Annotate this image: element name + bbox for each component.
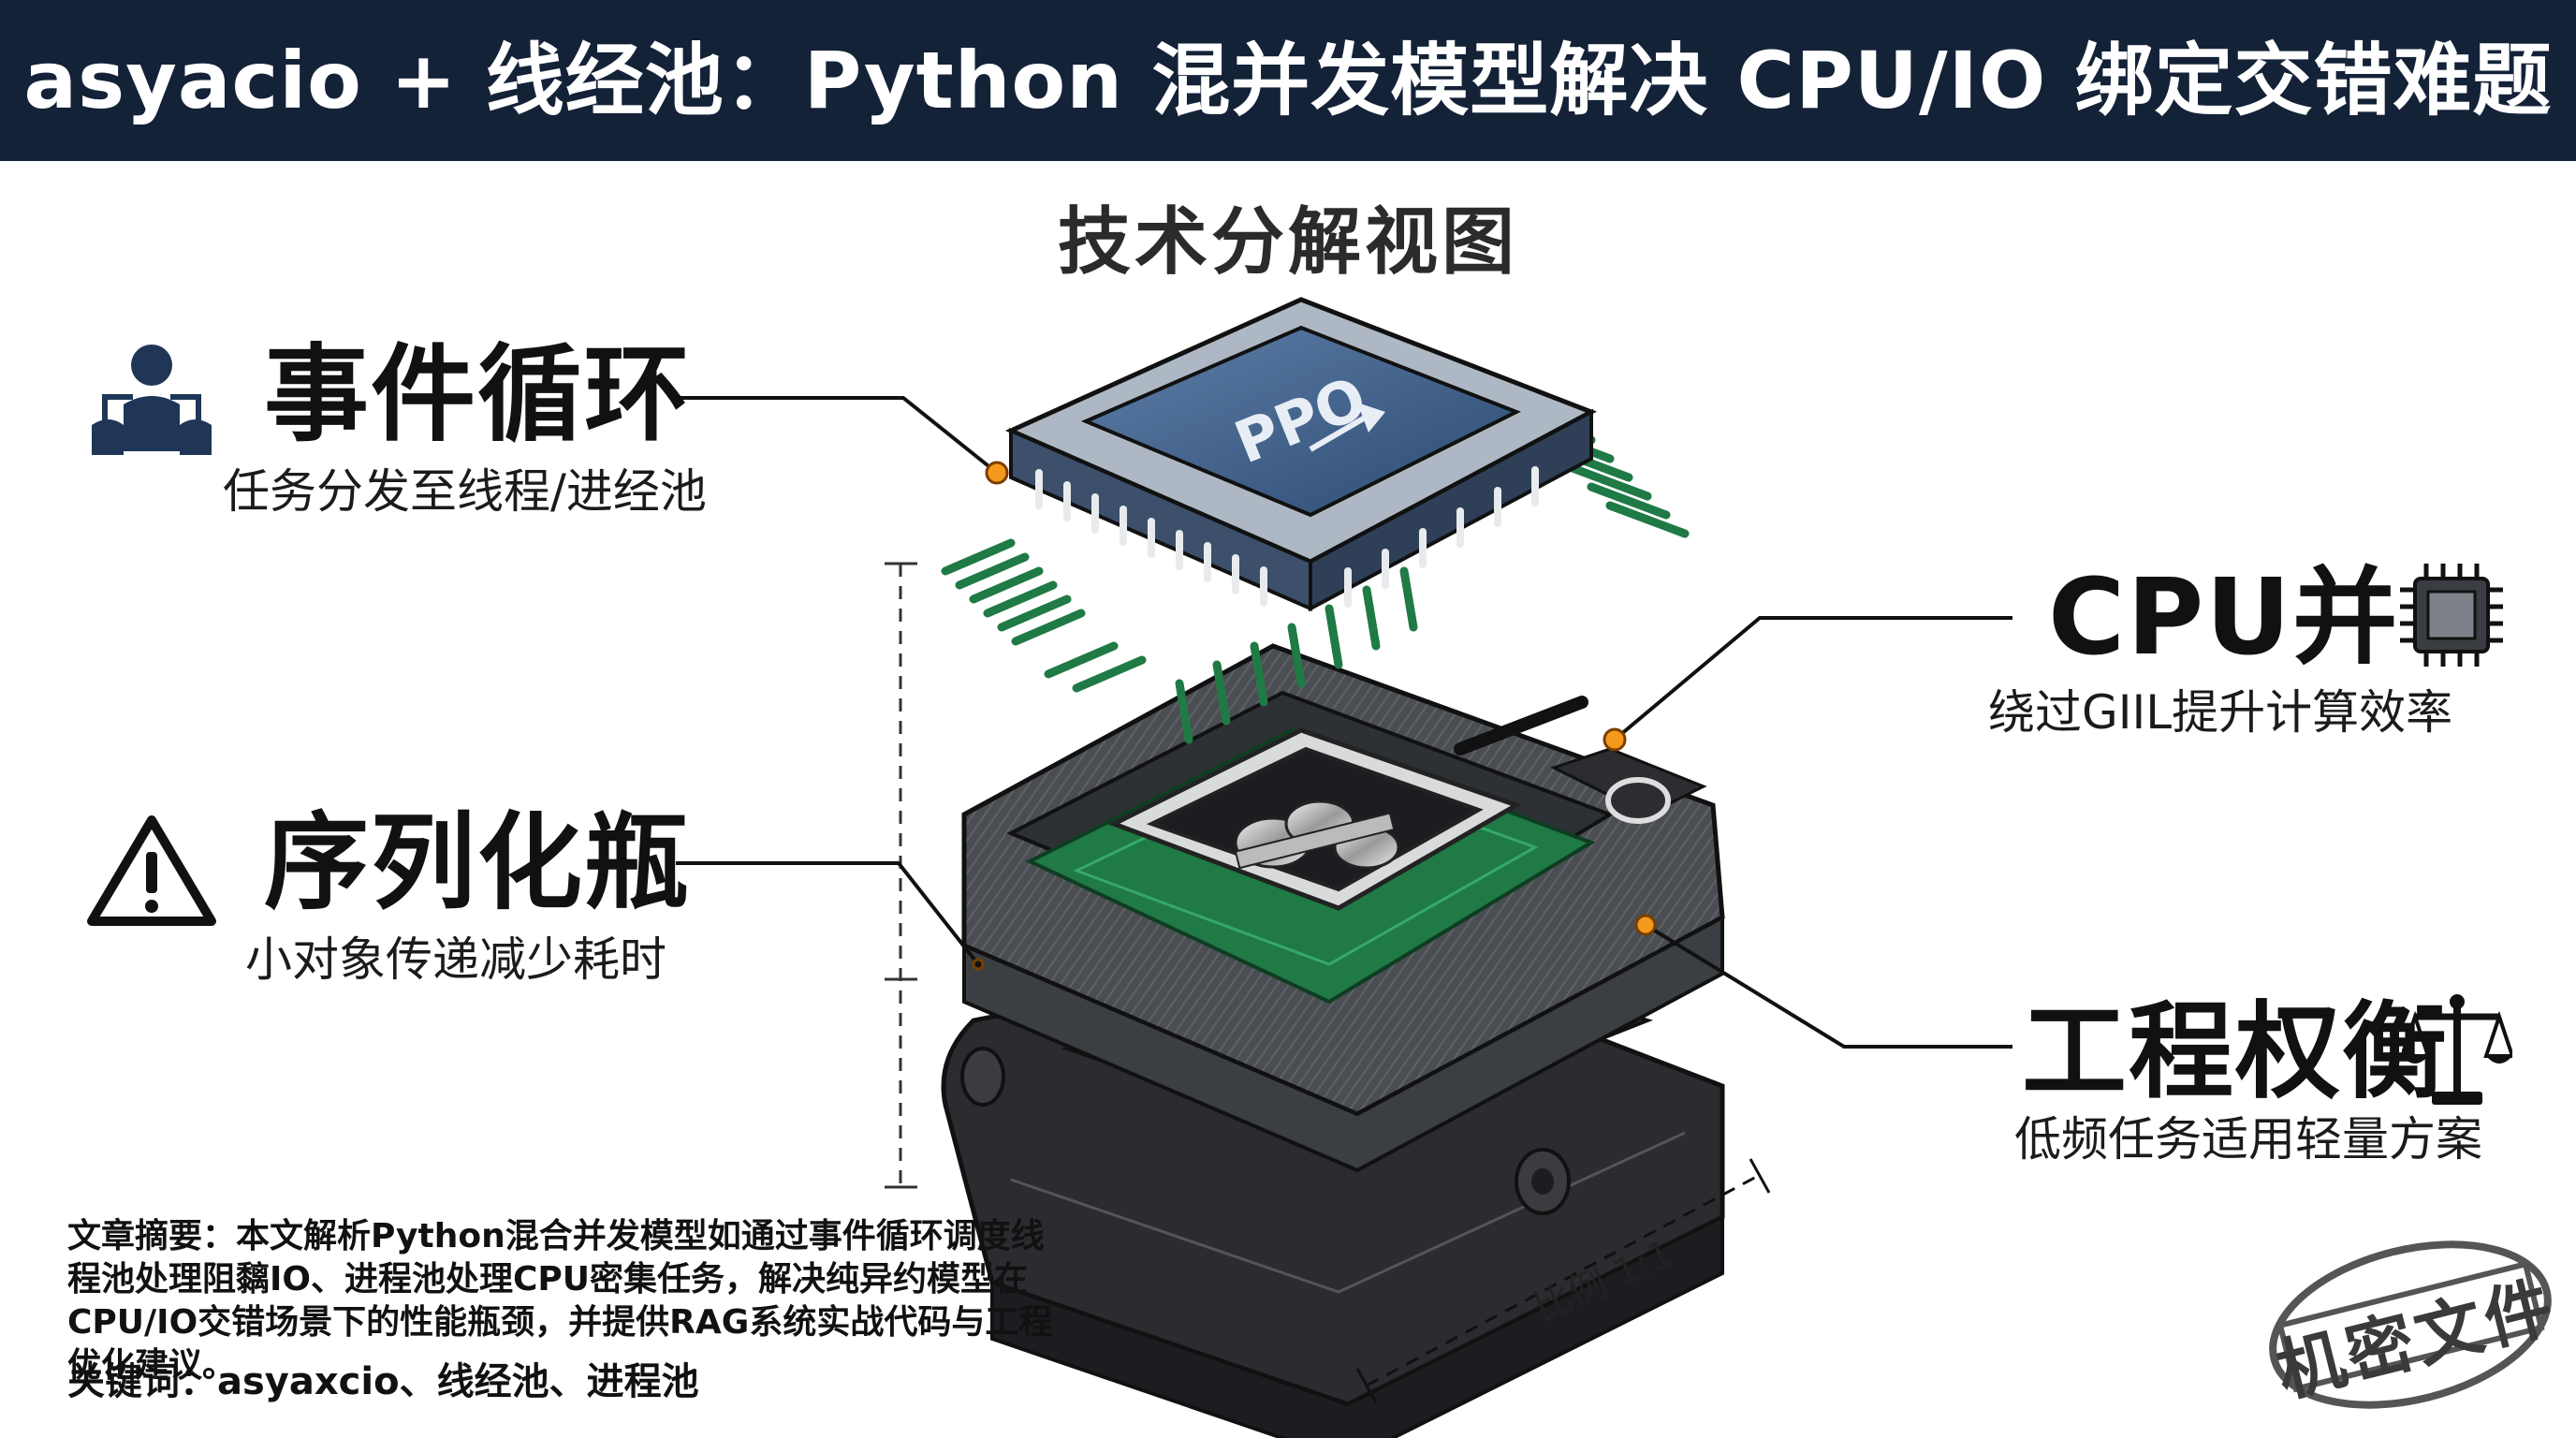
confidential-stamp [2269, 1240, 2552, 1409]
processor-chip: PPO [941, 297, 1690, 744]
page-title: asyacio + 线经池：Python 混并发模型解决 CPU/IO 绑定交错… [23, 35, 2553, 126]
chip-pins [941, 407, 1690, 744]
gear-assembly-icon [1234, 800, 1400, 870]
middle-housing [961, 643, 1725, 1173]
processor-icon [2400, 564, 2503, 667]
callout-title-event-loop: 事件循环 [264, 334, 691, 456]
callout-title-cpu: CPU并 [2048, 557, 2400, 679]
dimension-line-vertical [885, 562, 917, 1189]
warning-triangle-icon [87, 815, 216, 926]
callout-lines [676, 396, 2012, 1049]
callout-desc-event-loop: 任务分发至线程/进经池 [223, 464, 707, 519]
people-network-icon [92, 345, 212, 455]
callout-desc-cpu: 绕过GIIL提升计算效率 [1988, 685, 2453, 740]
diagram-subtitle: 技术分解视图 [1057, 200, 1518, 285]
dimension-line-diagonal [1355, 1158, 1771, 1403]
article-abstract: 文章摘要：本文解析Python混合并发模型如通过事件循环调度线程池处理阻黐IO、… [67, 1217, 1053, 1385]
callout-desc-tradeoff: 低频任务适用轻量方案 [2014, 1112, 2482, 1167]
article-keywords: 关键词：asyaxcio、线经池、进程池 [67, 1360, 699, 1403]
header-bar: asyacio + 线经池：Python 混并发模型解决 CPU/IO 绑定交错… [0, 0, 2576, 161]
callout-title-tradeoff: 工程权衡 [2022, 991, 2449, 1113]
callout-title-serialization: 序列化瓶 [264, 802, 691, 924]
balance-scale-icon [2402, 994, 2512, 1105]
callout-markers [972, 461, 1657, 971]
callout-desc-serialization: 小对象传递减少耗时 [245, 932, 666, 987]
